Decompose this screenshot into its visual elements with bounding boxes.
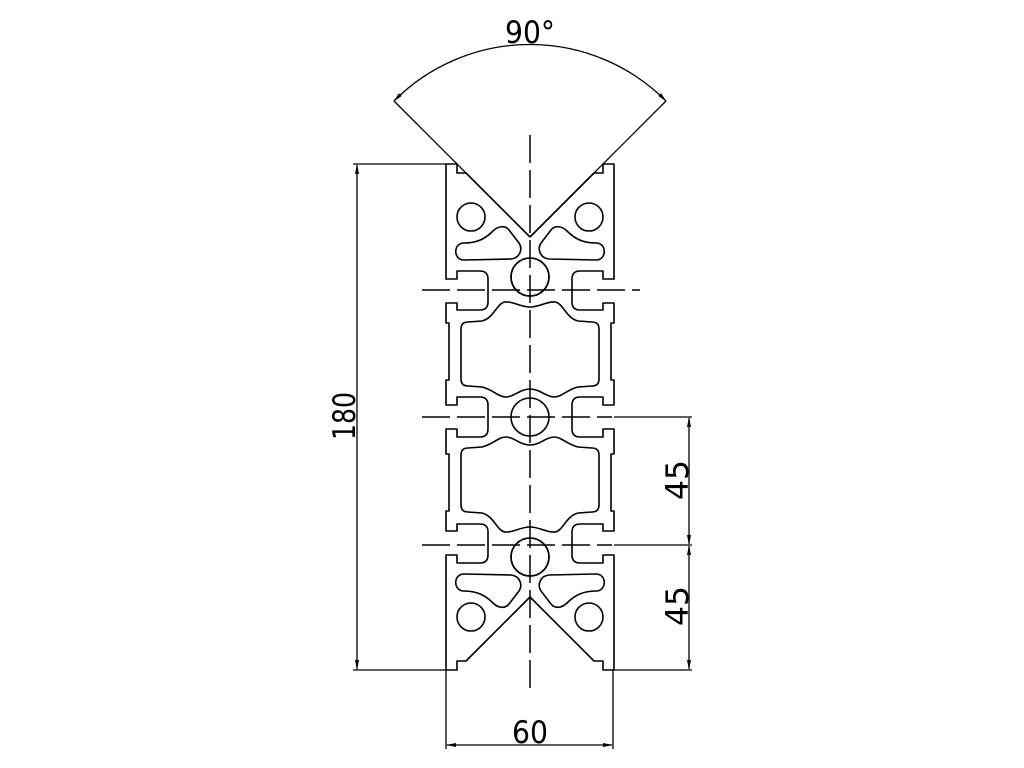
angle-dimension: 90° (393, 15, 667, 238)
angle-dimension-arc (393, 43, 667, 102)
angle-label: 90° (505, 15, 555, 51)
pitch-label-lower: 45 (660, 586, 696, 626)
width-dimension: 60 (445, 670, 614, 751)
slot-pitch-dimensions: 45 45 (614, 416, 696, 671)
pitch-label-upper: 45 (660, 460, 696, 500)
profile-quarter-bottom-right (510, 416, 615, 671)
angle-extension-line-right (529, 100, 667, 238)
height-dimension: 180 (327, 163, 446, 671)
angle-extension-line-left (393, 100, 531, 238)
center-lines (422, 135, 640, 692)
profile-quarter-bottom-left (445, 416, 550, 671)
height-label: 180 (327, 392, 363, 440)
width-label: 60 (512, 715, 548, 751)
